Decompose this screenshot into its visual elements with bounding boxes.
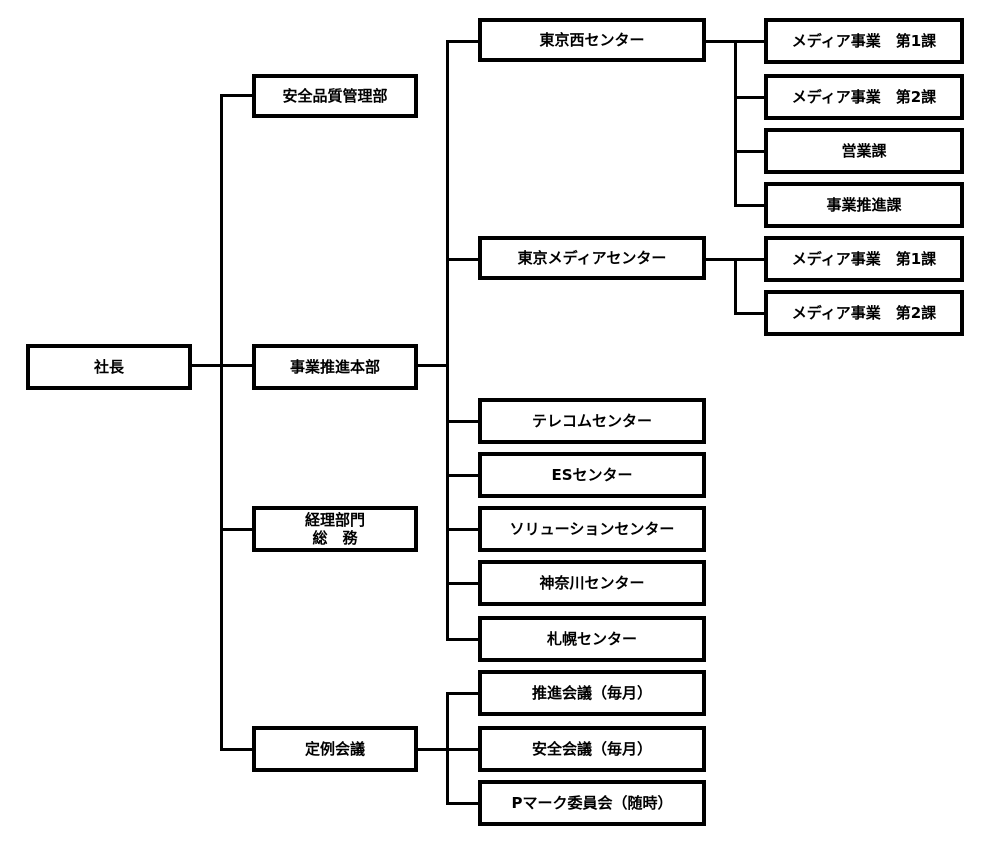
connector <box>704 40 736 43</box>
connector <box>220 94 254 97</box>
node-promotion-meeting: 推進会議（毎月） <box>478 670 706 716</box>
node-safety-quality-dept: 安全品質管理部 <box>252 74 418 118</box>
connector <box>734 40 737 204</box>
node-president: 社長 <box>26 344 192 390</box>
node-tw-business-promotion-section: 事業推進課 <box>764 182 964 228</box>
connector <box>446 258 480 261</box>
connector <box>734 96 766 99</box>
connector <box>446 802 480 805</box>
node-safety-meeting: 安全会議（毎月） <box>478 726 706 772</box>
connector <box>734 312 766 315</box>
connector <box>220 748 254 751</box>
connector <box>446 40 449 640</box>
node-tokyo-west-center: 東京西センター <box>478 18 706 62</box>
connector <box>220 528 254 531</box>
node-solution-center: ソリューションセンター <box>478 506 706 552</box>
node-tm-media-section-2: メディア事業 第2課 <box>764 290 964 336</box>
connector <box>446 528 480 531</box>
connector <box>416 748 448 751</box>
connector <box>734 150 766 153</box>
connector <box>446 748 480 751</box>
connector <box>446 420 480 423</box>
connector <box>734 204 766 207</box>
node-telecom-center: テレコムセンター <box>478 398 706 444</box>
node-pmark-committee: Pマーク委員会（随時） <box>478 780 706 826</box>
connector <box>734 258 737 314</box>
connector <box>446 638 480 641</box>
node-tw-sales-section: 営業課 <box>764 128 964 174</box>
node-regular-meeting: 定例会議 <box>252 726 418 772</box>
node-accounting-general-affairs: 経理部門 総 務 <box>252 506 418 552</box>
connector <box>704 258 736 261</box>
connector <box>446 582 480 585</box>
connector <box>220 364 254 367</box>
node-tw-media-section-2: メディア事業 第2課 <box>764 74 964 120</box>
node-sapporo-center: 札幌センター <box>478 616 706 662</box>
node-tw-media-section-1: メディア事業 第1課 <box>764 18 964 64</box>
connector <box>734 40 766 43</box>
connector <box>220 94 223 751</box>
node-business-promotion-hq: 事業推進本部 <box>252 344 418 390</box>
connector <box>446 692 480 695</box>
node-tokyo-media-center: 東京メディアセンター <box>478 236 706 280</box>
connector <box>190 364 222 367</box>
connector <box>416 364 448 367</box>
connector <box>446 474 480 477</box>
connector <box>446 40 480 43</box>
node-es-center: ESセンター <box>478 452 706 498</box>
connector <box>734 258 766 261</box>
node-tm-media-section-1: メディア事業 第1課 <box>764 236 964 282</box>
node-kanagawa-center: 神奈川センター <box>478 560 706 606</box>
